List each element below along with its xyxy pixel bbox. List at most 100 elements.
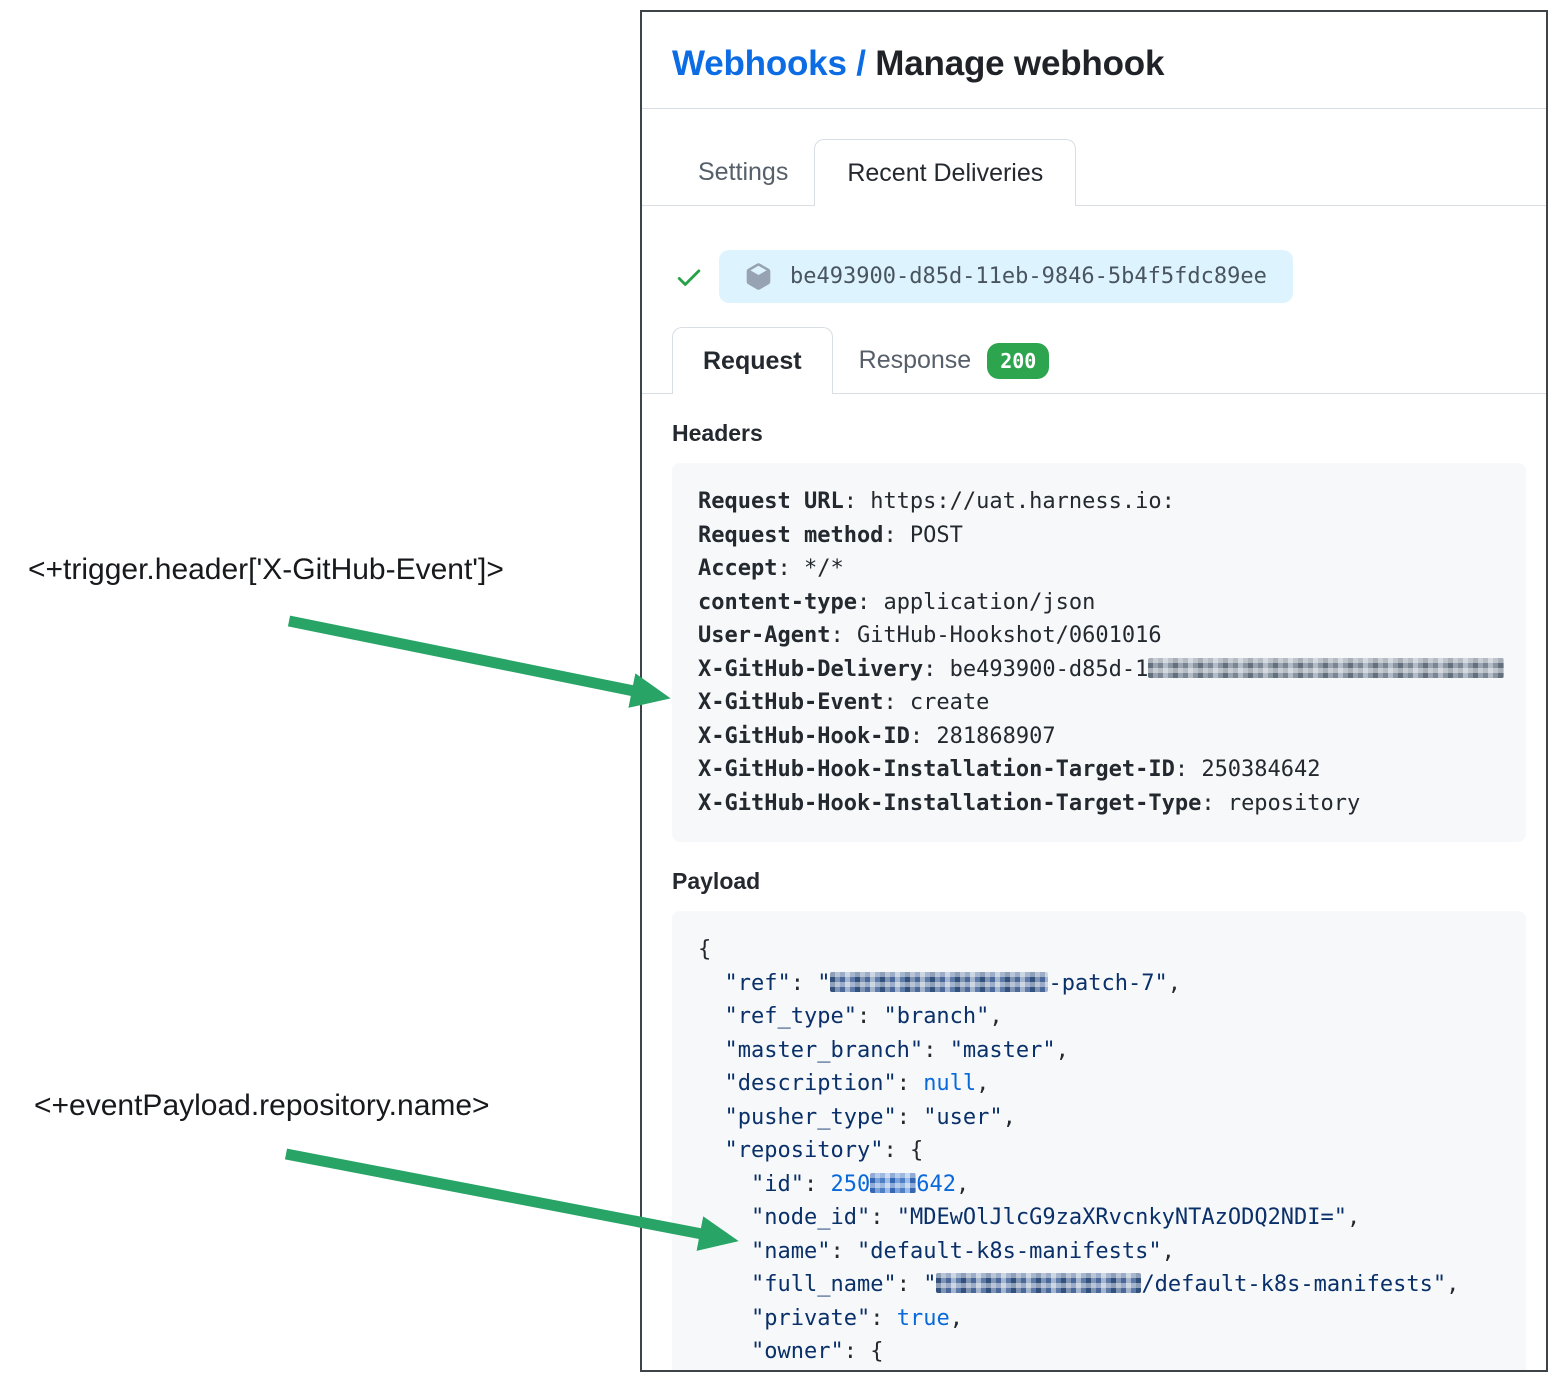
annotation-trigger-expression: <+trigger.header['X-GitHub-Event']> xyxy=(28,553,504,586)
code-token: "pusher_type" xyxy=(724,1104,897,1130)
code-token: "master_branch" xyxy=(724,1037,924,1063)
code-token: "full_name" xyxy=(750,1272,897,1297)
code-token xyxy=(698,1138,725,1163)
code-line: "ref": "-patch-7", xyxy=(698,967,1508,1001)
code-token: : application/json xyxy=(856,589,1096,615)
code-token: , xyxy=(1347,1205,1361,1230)
code-line: "node_id": "MDEwOlJlcG9zaXRvcnkyNTAzODQ2… xyxy=(698,1201,1508,1235)
code-line: content-type: application/json xyxy=(698,586,1508,620)
code-token: null xyxy=(923,1071,977,1096)
check-icon xyxy=(677,269,701,286)
code-line: "repository": { xyxy=(698,1134,1508,1168)
code-token: : xyxy=(830,1238,857,1264)
code-token: 250 xyxy=(830,1171,871,1197)
code-token: , xyxy=(1002,1104,1016,1130)
page-title: Webhooks / Manage webhook xyxy=(672,44,1526,84)
code-token: -patch-7" xyxy=(1048,970,1168,996)
code-token: : xyxy=(803,1171,831,1197)
tab-settings[interactable]: Settings xyxy=(698,158,789,186)
code-token: /default-k8s-manifests" xyxy=(1141,1272,1447,1297)
package-icon xyxy=(746,263,771,290)
code-token: " xyxy=(817,970,831,996)
code-token: : POST xyxy=(883,522,963,548)
code-token xyxy=(698,1038,725,1063)
status-badge: 200 xyxy=(987,342,1050,379)
code-token: X-GitHub-Hook-Installation-Target-ID xyxy=(698,757,1175,782)
code-token: , xyxy=(1167,970,1181,996)
code-line: "full_name": " /default-k8s-manifests", xyxy=(698,1268,1508,1302)
code-token: Accept xyxy=(698,556,778,581)
code-token: true xyxy=(896,1305,950,1331)
code-token: : repository xyxy=(1201,790,1361,816)
code-token: " xyxy=(923,1272,937,1297)
code-token: : 281868907 xyxy=(909,723,1056,749)
request-response-tabs: Request Response 200 xyxy=(642,327,1546,394)
code-line: User-Agent: GitHub-Hookshot/0601016 xyxy=(698,619,1508,653)
page-title-current: Manage webhook xyxy=(875,44,1165,83)
code-token: User-Agent xyxy=(698,623,831,648)
tab-recent-deliveries[interactable]: Recent Deliveries xyxy=(814,139,1077,206)
manage-webhook-panel: Webhooks / Manage webhook Settings Recen… xyxy=(640,10,1548,1372)
code-line: "master_branch": "master", xyxy=(698,1034,1508,1068)
code-token xyxy=(698,971,725,996)
code-line: { xyxy=(698,933,1508,967)
annotation-payload-expression: <+eventPayload.repository.name> xyxy=(34,1089,490,1122)
code-token: : { xyxy=(883,1138,924,1163)
code-line: "owner": { xyxy=(698,1335,1508,1369)
code-token: , xyxy=(1446,1272,1460,1297)
tab-response[interactable]: Response 200 xyxy=(833,327,1076,394)
redacted-text xyxy=(870,1172,917,1193)
code-token xyxy=(698,1205,751,1230)
code-token: "branch" xyxy=(883,1004,990,1029)
code-token: : xyxy=(870,1205,897,1230)
tab-request[interactable]: Request xyxy=(672,327,833,394)
payload-heading: Payload xyxy=(672,868,761,894)
code-line: "description": null, xyxy=(698,1067,1508,1101)
tab-response-label: Response xyxy=(858,346,972,374)
title-divider xyxy=(642,108,1546,109)
code-line: "ref_type": "branch", xyxy=(698,1000,1508,1034)
code-line: "private": true, xyxy=(698,1302,1508,1336)
code-token: : */* xyxy=(777,556,844,581)
code-token: : xyxy=(870,1305,897,1331)
code-token: : xyxy=(856,1004,884,1029)
code-token: { xyxy=(698,937,712,962)
code-line: "name": "default-k8s-manifests", xyxy=(698,1235,1508,1269)
code-token: : create xyxy=(883,690,990,715)
code-token: , xyxy=(949,1305,963,1331)
redacted-text xyxy=(936,1273,1142,1293)
code-line: X-GitHub-Hook-Installation-Target-ID: 25… xyxy=(698,753,1508,787)
code-token: X-GitHub-Hook-Installation-Target-Type xyxy=(698,790,1202,816)
webhooks-breadcrumb-link[interactable]: Webhooks xyxy=(672,44,847,83)
code-token: , xyxy=(1055,1037,1069,1063)
code-line: Accept: */* xyxy=(698,552,1508,586)
code-token: , xyxy=(955,1171,970,1197)
code-token: "private" xyxy=(750,1305,871,1331)
code-token: 642 xyxy=(916,1171,956,1197)
code-token: "owner" xyxy=(750,1339,844,1364)
code-token: X-GitHub-Hook-ID xyxy=(698,723,910,749)
code-token: : xyxy=(896,1272,924,1297)
code-token: "master" xyxy=(949,1037,1056,1063)
code-token: X-GitHub-Event xyxy=(698,690,884,715)
code-token: Request URL xyxy=(698,489,844,514)
code-token: "default-k8s-manifests" xyxy=(856,1238,1162,1264)
code-token xyxy=(698,1339,751,1364)
delivery-pill[interactable]: be493900-d85d-11eb-9846-5b4f5fdc89ee xyxy=(719,250,1293,303)
code-line: Request URL: https://uat.harness.io: xyxy=(698,485,1508,519)
code-token: "user" xyxy=(923,1104,1003,1130)
payload-box: { "ref": "-patch-7", "ref_type": "branch… xyxy=(672,911,1526,1370)
code-token: , xyxy=(976,1071,990,1096)
code-token: content-type xyxy=(698,589,857,615)
code-token: , xyxy=(989,1004,1003,1029)
main-tabs: Settings Recent Deliveries xyxy=(642,139,1546,206)
code-token: "MDEwOlJlcG9zaXRvcnkyNTAzODQ2NDI=" xyxy=(896,1205,1348,1230)
code-token: "repository" xyxy=(724,1138,884,1163)
code-token: : xyxy=(790,970,818,996)
code-token: : https://uat.harness.io: xyxy=(843,489,1175,514)
code-token: : xyxy=(896,1071,924,1096)
code-token: : 250384642 xyxy=(1174,757,1321,782)
code-token: : xyxy=(896,1104,924,1130)
code-token xyxy=(698,1172,751,1197)
